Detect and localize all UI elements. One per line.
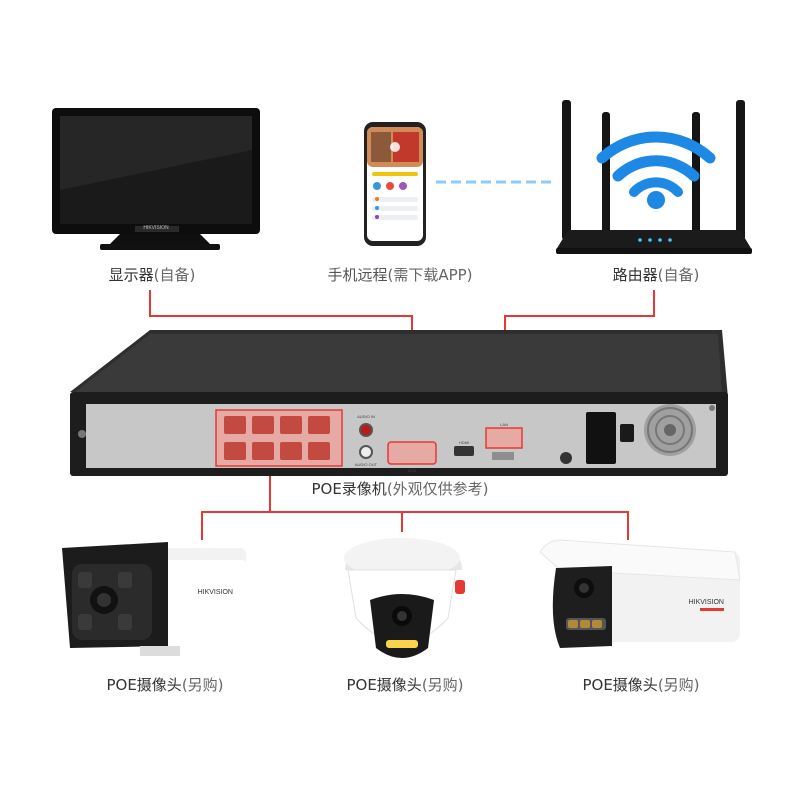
lan-label: LAN — [500, 422, 508, 427]
nvr-label: POE录像机(外观仅供参考) — [290, 478, 510, 499]
power-socket — [586, 412, 616, 464]
phone-icon — [364, 122, 426, 246]
camera-2-label: POE摄像头(另购) — [330, 674, 480, 695]
bullet-camera-2-icon: HIKVISION — [539, 539, 741, 648]
camera-1-label-sub: (另购) — [181, 676, 224, 694]
audio-in-label: AUDIO IN — [357, 414, 375, 419]
camera-2-label-main: POE摄像头 — [346, 676, 422, 694]
camera-1-brand: HIKVISION — [198, 589, 233, 596]
nvr-label-sub: (外观仅供参考) — [386, 480, 489, 498]
phone-label: 手机远程(需下载APP) — [300, 264, 500, 285]
monitor-label: 显示器(自备) — [100, 264, 204, 285]
phone-label-main: 手机远程 — [327, 266, 388, 284]
vga-port — [387, 441, 437, 465]
camera-2-label-sub: (另购) — [421, 676, 464, 694]
router-label: 路由器(自备) — [598, 264, 714, 285]
poe-ports — [224, 416, 330, 460]
audio-out-label: AUDIO OUT — [355, 462, 378, 467]
camera-3-label-sub: (另购) — [657, 676, 700, 694]
phone-label-sub: (需下载APP) — [387, 266, 473, 284]
dome-camera-icon — [344, 538, 465, 658]
camera-3-label-main: POE摄像头 — [582, 676, 658, 694]
hdmi-label: HDMI — [459, 440, 469, 445]
camera-1-label-main: POE摄像头 — [106, 676, 182, 694]
hdmi-port — [454, 446, 474, 456]
monitor-icon: HIKVISION — [52, 108, 260, 250]
wifi-icon — [596, 131, 716, 197]
monitor-label-sub: (自备) — [153, 266, 196, 284]
router-label-main: 路由器 — [612, 266, 658, 284]
nvr-label-main: POE录像机 — [311, 480, 387, 498]
camera-3-brand: HIKVISION — [689, 599, 724, 606]
vga-label: VGA — [408, 468, 417, 473]
router-icon — [556, 100, 752, 254]
camera-3-label: POE摄像头(另购) — [566, 674, 716, 695]
monitor-brand: HIKVISION — [143, 225, 169, 231]
monitor-label-main: 显示器 — [108, 266, 154, 284]
camera-1-label: POE摄像头(另购) — [90, 674, 240, 695]
nvr-icon: AUDIO IN AUDIO OUT VGA HDMI LAN — [70, 330, 728, 476]
lan-port — [485, 427, 523, 449]
bullet-camera-1-icon: HIKVISION — [62, 542, 246, 656]
router-label-sub: (自备) — [657, 266, 700, 284]
